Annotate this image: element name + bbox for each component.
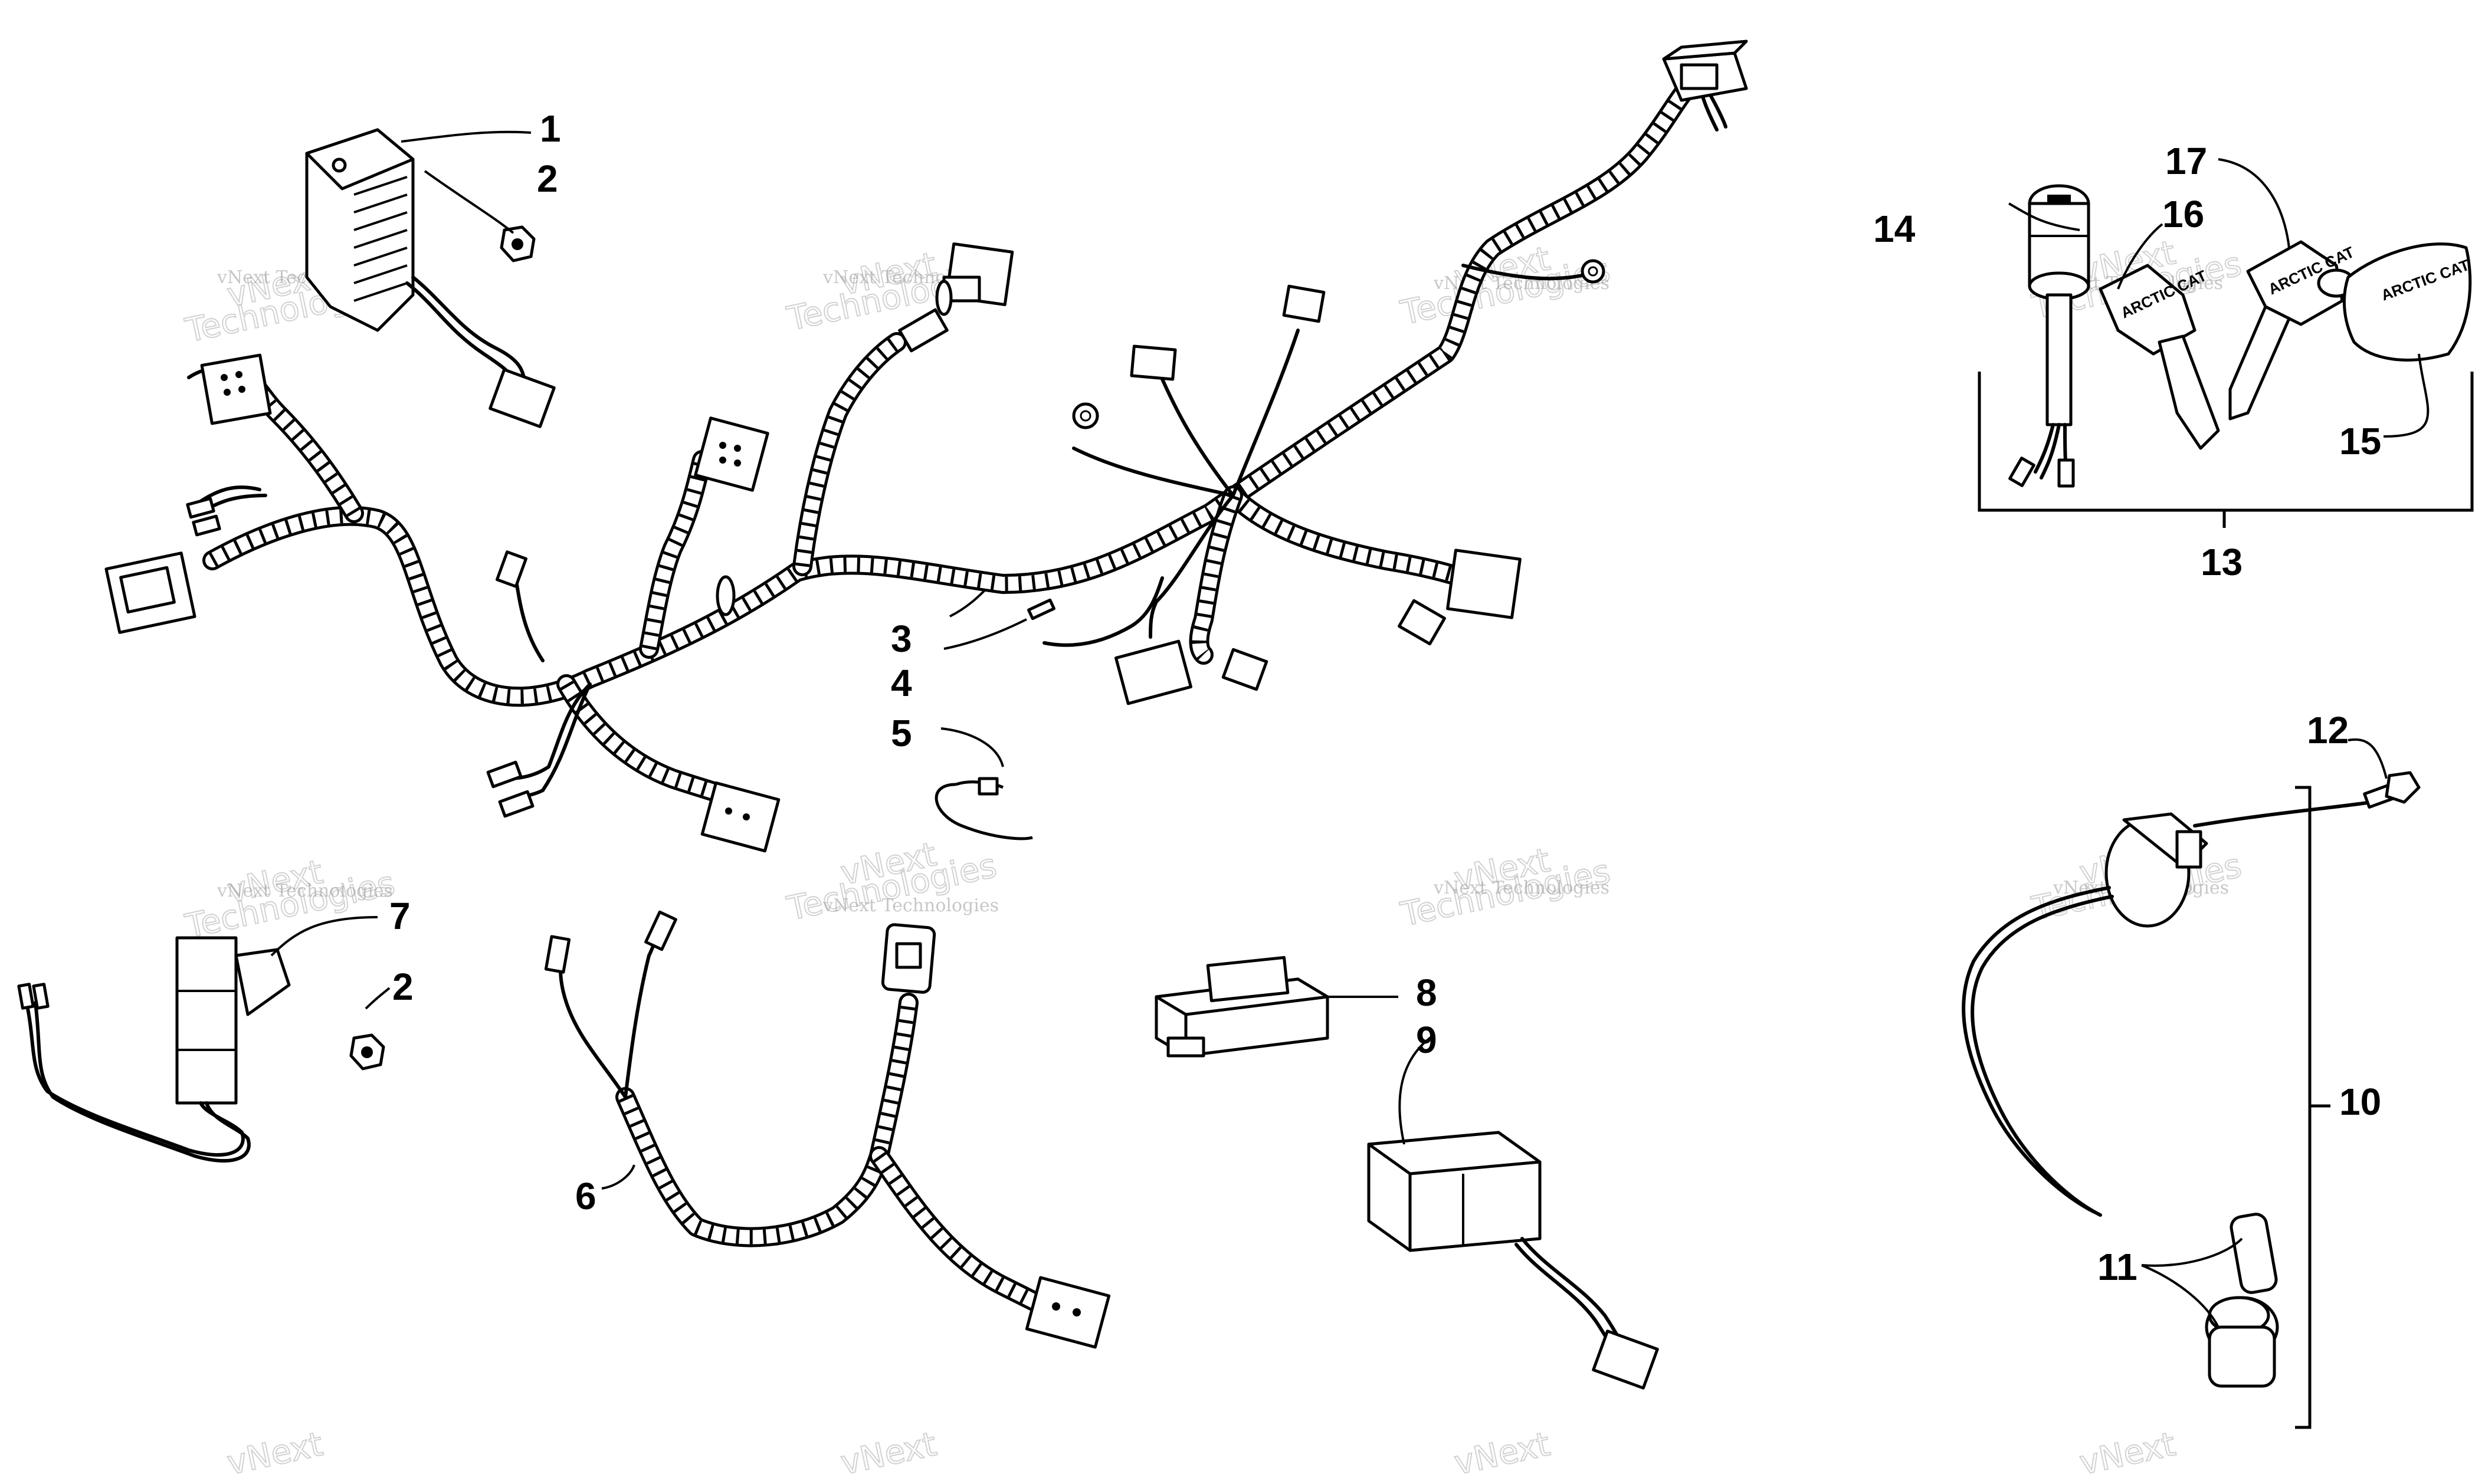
- part-2-nut-lower: [349, 1033, 385, 1071]
- part-4-fuse: [1027, 576, 1164, 647]
- callout-6: 6: [575, 1175, 596, 1217]
- svg-text:vNext: vNext: [1451, 1425, 1553, 1483]
- callout-17: 17: [2165, 140, 2207, 182]
- part-10-ignition-coil: [1962, 800, 2373, 1217]
- part-14-ignition-switch: [2008, 184, 2090, 488]
- part-7-switch: [17, 936, 291, 1163]
- harness-connector-bottom-center: [1114, 639, 1268, 705]
- svg-text:vNext: vNext: [837, 1425, 940, 1483]
- callout-2-upper: 2: [537, 157, 558, 200]
- callout-2-lower: 2: [392, 966, 414, 1008]
- harness-terminal-center: [495, 550, 528, 588]
- bracket-10: [2295, 786, 2330, 1429]
- callout-9: 9: [1416, 1019, 1437, 1061]
- part-5-cable-tie: [935, 777, 1033, 841]
- callout-8: 8: [1416, 971, 1437, 1014]
- watermark-6: vNext Technologies vNext Technologies: [783, 835, 1000, 929]
- callout-labels: 1 2 3 4 5 6 7 2 8 9 10 11 12 13 14 15 16…: [389, 107, 2381, 1288]
- watermark-3: vNext Technologies vNext Technologies: [1396, 239, 1614, 333]
- watermark-9: vNext vNext vNext vNext: [223, 1424, 2179, 1483]
- svg-text:vNext: vNext: [2076, 1425, 2179, 1483]
- harness-connector-top-right: [1662, 40, 1748, 102]
- harness-ring-terminal-right: [1581, 259, 1605, 284]
- part-17-key: ARCTIC CAT: [2228, 240, 2357, 421]
- harness-connector-middle-top: [694, 416, 769, 492]
- svg-text:vNext Technologies: vNext Technologies: [822, 895, 999, 916]
- callout-7: 7: [389, 895, 411, 937]
- sub-harness-connector-top: [881, 923, 936, 994]
- callout-15: 15: [2339, 420, 2381, 462]
- callout-1: 1: [540, 107, 561, 150]
- callout-12: 12: [2307, 709, 2349, 751]
- part-16-key: ARCTIC CAT: [2099, 264, 2220, 450]
- bracket-13: [1978, 372, 2474, 528]
- part-15-key-cap: ARCTIC CAT: [2343, 242, 2472, 362]
- harness-ring-terminal-left: [1072, 402, 1099, 429]
- callout-14: 14: [1873, 208, 1916, 250]
- sub-harness-connector-bottom: [1025, 1276, 1111, 1349]
- harness-connector-left: [104, 551, 196, 634]
- callout-10: 10: [2339, 1081, 2381, 1123]
- harness-tie-straps: [716, 280, 953, 616]
- harness-terminal-left-1: [186, 497, 221, 537]
- svg-text:vNext Technologies: vNext Technologies: [1433, 878, 1609, 898]
- part-11-spark-plug-cap: [2205, 1213, 2279, 1388]
- part-3-main-harness: [104, 40, 1748, 853]
- harness-connector-center-small-2: [1282, 284, 1326, 323]
- watermark-7: vNext Technologies vNext Technologies: [1396, 841, 1614, 935]
- part-9-relay: [1367, 1131, 1659, 1390]
- harness-connector-center-small-1: [1130, 344, 1177, 381]
- part-1-voltage-regulator: [305, 128, 556, 428]
- part-6-sub-harness: [544, 910, 1111, 1349]
- callout-4: 4: [891, 662, 912, 704]
- part-2-nut-upper: [500, 225, 536, 262]
- callout-11: 11: [2097, 1246, 2138, 1288]
- leader-lines: [270, 130, 2430, 1328]
- callout-16: 16: [2162, 193, 2204, 235]
- part-12-screw: [2363, 771, 2421, 809]
- callout-13: 13: [2201, 541, 2243, 583]
- harness-connector-bottom-left: [700, 781, 781, 853]
- svg-text:vNext Technologies: vNext Technologies: [217, 881, 393, 901]
- harness-terminal-bottom-left: [486, 760, 535, 818]
- svg-text:vNext: vNext: [224, 1425, 326, 1483]
- sub-harness-terminal-2: [644, 910, 677, 951]
- part-8-connector-housing: [1155, 956, 1329, 1058]
- sub-harness-terminal-1: [544, 935, 571, 974]
- harness-connector-right: [1398, 549, 1522, 646]
- callout-5: 5: [891, 712, 912, 754]
- callout-3: 3: [891, 618, 912, 660]
- harness-connector-left-top: [200, 353, 272, 425]
- watermark-5: vNext Technologies vNext Technologies: [181, 852, 398, 947]
